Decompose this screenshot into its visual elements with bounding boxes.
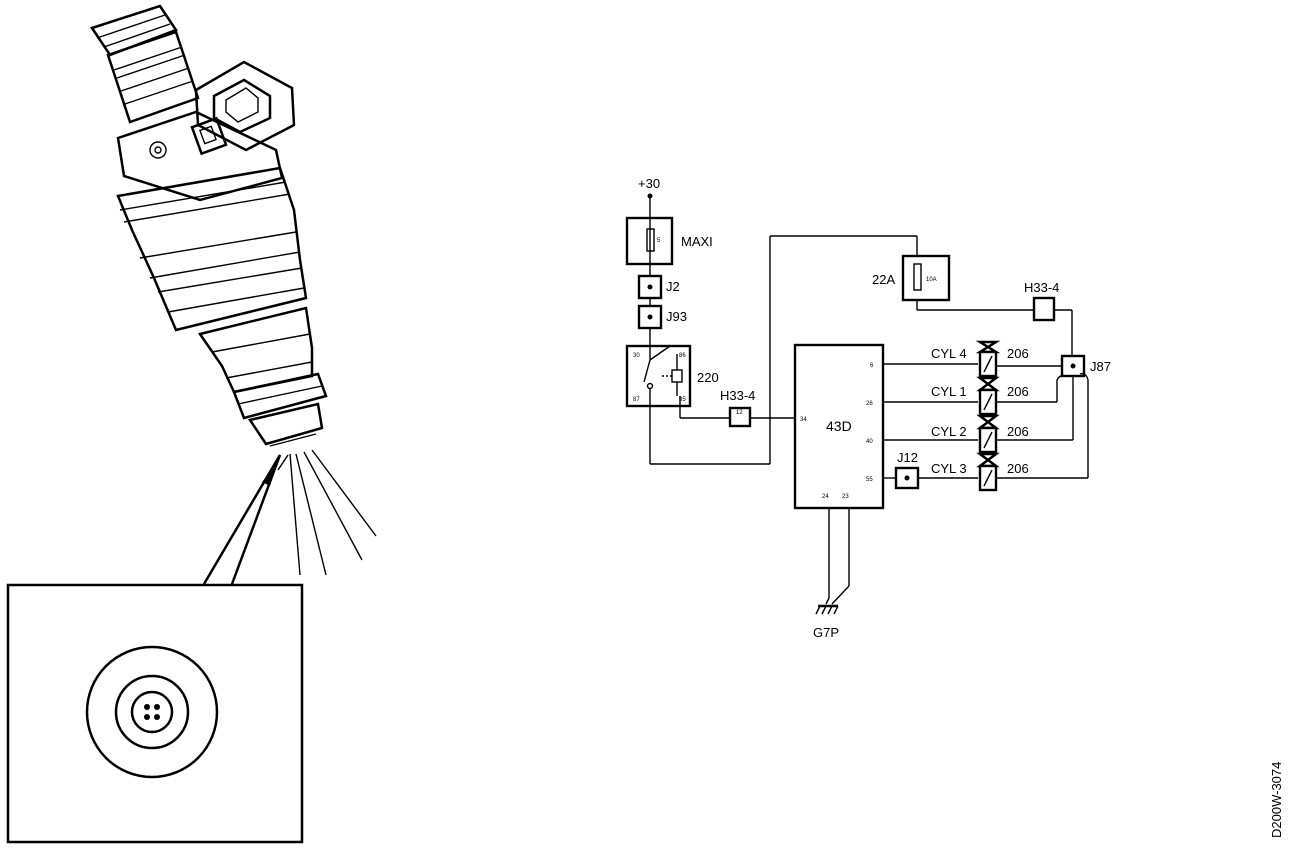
wiring-diagram: +30 5 MAXI J2 J93 30 87 86 85 220	[625, 176, 1111, 640]
injector-cyl2	[976, 414, 1000, 454]
injector-cyl3	[976, 452, 1000, 492]
svg-text:J93: J93	[666, 309, 687, 324]
injector-cyl1	[976, 376, 1000, 416]
maxi-fuse-label: MAXI	[681, 234, 713, 249]
detail-callout-leader	[202, 454, 282, 585]
ecu-label: 43D	[826, 418, 852, 434]
svg-text:206: 206	[1007, 424, 1029, 439]
cyl-2-label: CYL 2	[931, 424, 967, 439]
harness-h33-4-b	[1032, 296, 1056, 322]
ecu-43d	[793, 343, 885, 510]
svg-text:H33-4: H33-4	[1024, 280, 1059, 295]
svg-text:J12: J12	[897, 450, 918, 465]
svg-text:86: 86	[679, 353, 686, 359]
svg-text:30: 30	[633, 353, 640, 359]
svg-text:85: 85	[679, 397, 686, 403]
svg-text:H33-4: H33-4	[720, 388, 755, 403]
svg-text:87: 87	[633, 397, 640, 403]
svg-text:5: 5	[657, 238, 661, 244]
cyl-4-label: CYL 4	[931, 346, 967, 361]
relay-label: 220	[697, 370, 719, 385]
injector-cyl4	[975, 340, 1001, 378]
ground-label: G7P	[813, 625, 839, 640]
svg-text:206: 206	[1007, 384, 1029, 399]
svg-text:6: 6	[870, 363, 874, 369]
cyl-1-label: CYL 1	[931, 384, 967, 399]
svg-text:J2: J2	[666, 279, 680, 294]
svg-text:10A: 10A	[926, 277, 937, 283]
cyl-3-label: CYL 3	[931, 461, 967, 476]
harness-h33-4-a	[728, 406, 752, 428]
svg-text:23: 23	[842, 494, 849, 500]
svg-text:26: 26	[866, 401, 873, 407]
svg-text:J87: J87	[1090, 359, 1111, 374]
svg-text:40: 40	[866, 439, 873, 445]
figure-code: D200W-3074	[1269, 762, 1284, 838]
svg-text:206: 206	[1007, 346, 1029, 361]
supply-label: +30	[638, 176, 660, 191]
nozzle-detail-inset	[6, 583, 304, 844]
fuse-22a-label: 22A	[872, 272, 895, 287]
svg-text:34: 34	[800, 417, 807, 423]
svg-text:55: 55	[866, 477, 873, 483]
svg-text:24: 24	[822, 494, 829, 500]
svg-text:206: 206	[1007, 461, 1029, 476]
fuse-22a-box	[901, 254, 951, 302]
injector-illustration	[90, 4, 377, 576]
svg-text:12: 12	[736, 410, 743, 416]
